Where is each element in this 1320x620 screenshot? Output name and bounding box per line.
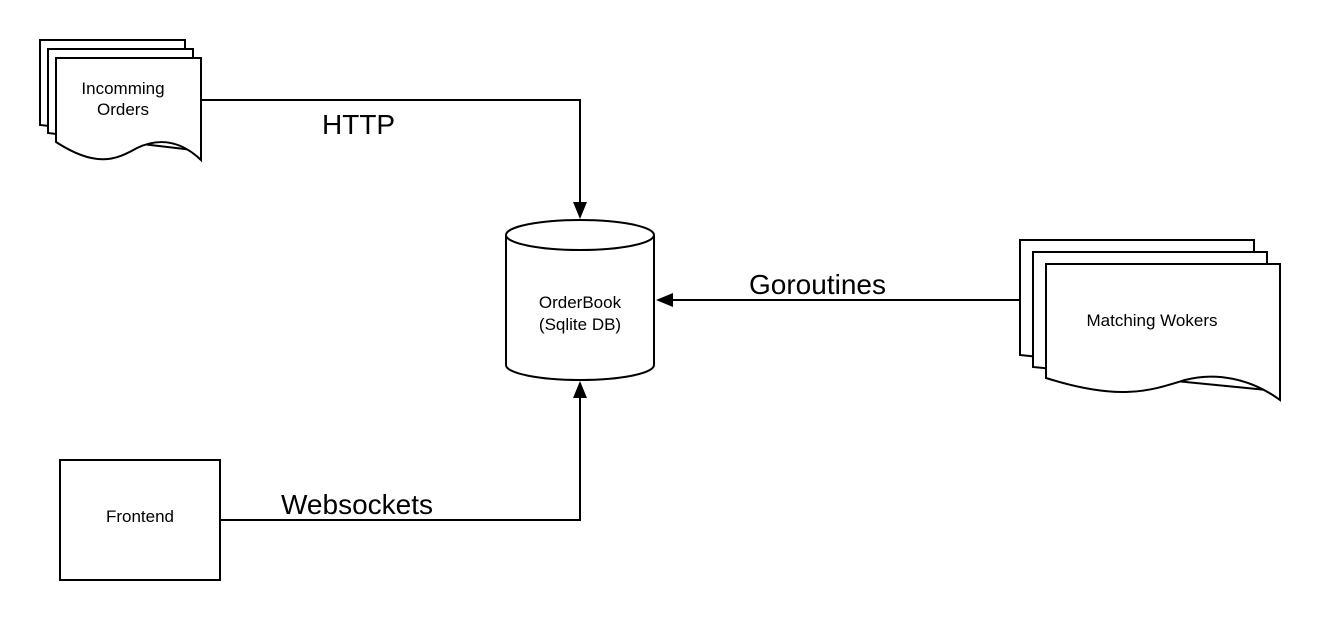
- incoming-orders-label-line2: Orders: [97, 100, 149, 119]
- websockets-edge[interactable]: Websockets: [220, 381, 587, 521]
- matching-workers-label: Matching Wokers: [1086, 311, 1217, 330]
- websockets-connector: [220, 396, 581, 521]
- orderbook-cylinder-top: [505, 219, 655, 251]
- websockets-label: Websockets: [281, 489, 433, 520]
- matching-workers-page-front: [1045, 263, 1281, 402]
- matching-workers-node[interactable]: Matching Wokers: [1019, 239, 1281, 402]
- frontend-box: [59, 459, 221, 581]
- websockets-arrowhead: [573, 381, 587, 398]
- frontend-label: Frontend: [106, 507, 174, 526]
- goroutines-arrowhead: [656, 293, 673, 307]
- orderbook-label-line1: OrderBook: [539, 293, 622, 312]
- incoming-orders-page-front: [55, 57, 202, 163]
- orderbook-node[interactable]: OrderBook (Sqlite DB): [505, 219, 655, 381]
- frontend-node[interactable]: Frontend: [59, 459, 221, 581]
- incoming-orders-label-line1: Incomming: [81, 79, 164, 98]
- goroutines-label: Goroutines: [749, 269, 886, 300]
- http-label: HTTP: [322, 109, 395, 140]
- goroutines-edge[interactable]: Goroutines: [656, 269, 1020, 307]
- http-edge[interactable]: HTTP: [201, 99, 587, 219]
- http-connector: [201, 99, 581, 204]
- orderbook-label-line2: (Sqlite DB): [539, 315, 621, 334]
- incoming-orders-node[interactable]: Incomming Orders: [39, 39, 202, 163]
- http-arrowhead: [573, 202, 587, 219]
- orderbook-cylinder-body: [505, 235, 655, 381]
